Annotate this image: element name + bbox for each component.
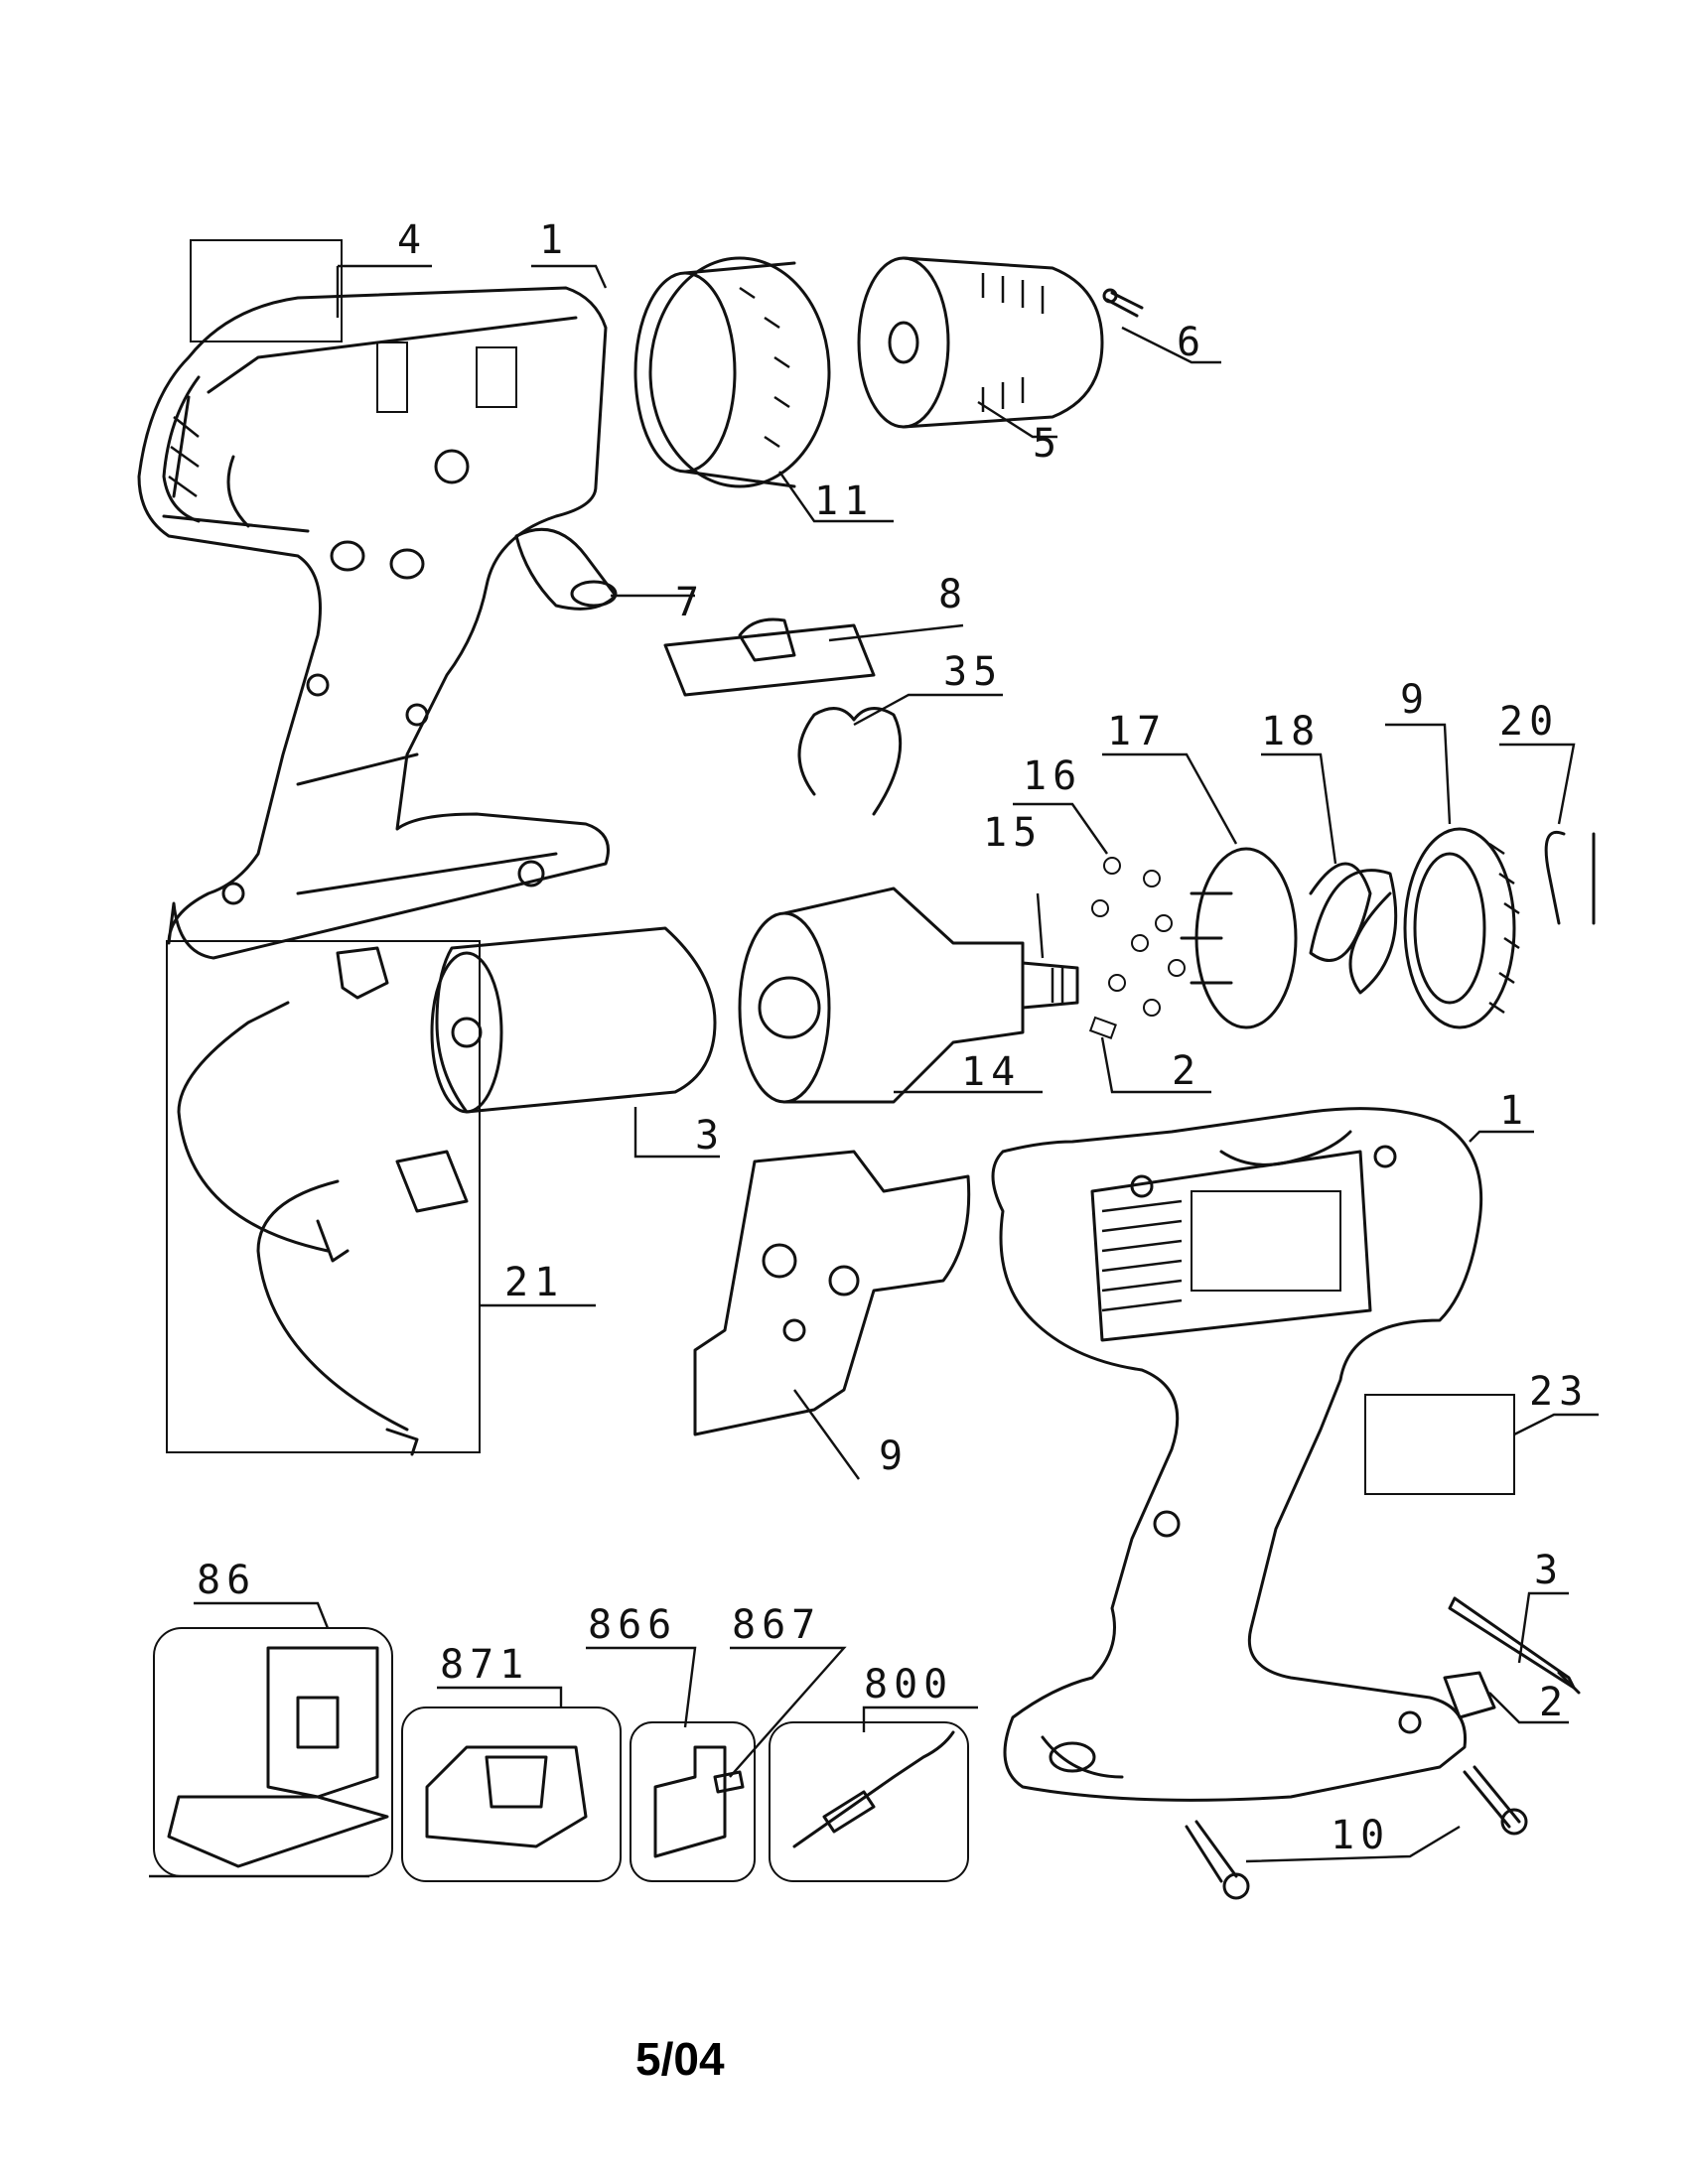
callout-9-top: 9 (1400, 677, 1430, 723)
callout-86: 86 (197, 1558, 256, 1603)
steel-balls-part-16 (1091, 857, 1186, 1017)
callout-9-mid: 9 (879, 1433, 909, 1479)
chuck-part-5 (857, 256, 1104, 429)
callout-21: 21 (504, 1260, 564, 1305)
switch-module-part-9 (693, 1150, 971, 1436)
motor-part-3 (430, 926, 717, 1114)
wire-kit-box-part-21 (166, 940, 481, 1453)
slide-part-8 (663, 617, 876, 697)
leader-lines (194, 264, 1599, 1863)
screw-part-6 (1102, 288, 1144, 318)
callout-800: 800 (864, 1662, 953, 1707)
revision-date: 5/04 (635, 2033, 725, 2085)
callout-5: 5 (1033, 421, 1062, 467)
screws-part-10 (1185, 1765, 1528, 1900)
callout-2-mid: 2 (1172, 1048, 1201, 1094)
callout-11: 11 (814, 478, 874, 524)
callout-2-right: 2 (1539, 1680, 1569, 1725)
callout-35: 35 (943, 649, 1003, 695)
callout-10: 10 (1331, 1813, 1390, 1858)
carrying-case-part-86 (153, 1627, 393, 1877)
wire-kit-part-21 (177, 946, 469, 1456)
spring-clip-part-35 (797, 707, 903, 816)
callout-labels: 4 1 6 5 11 7 8 35 16 17 18 9 20 15 2 14 … (197, 217, 1589, 1858)
callout-16: 16 (1023, 753, 1082, 799)
switch-part-7 (514, 527, 618, 611)
screwdriver-bit-part-3 (1448, 1596, 1581, 1695)
charger-part-871 (401, 1706, 622, 1882)
label-plate-outline (190, 239, 343, 342)
ring-gear-part-11 (633, 256, 831, 488)
callout-8: 8 (938, 572, 968, 617)
clutch-plate-part-17 (1180, 847, 1298, 1029)
callout-4: 4 (397, 217, 427, 263)
battery-part-866 (630, 1721, 756, 1882)
callout-17: 17 (1107, 709, 1167, 754)
callout-6: 6 (1177, 320, 1206, 365)
callout-871: 871 (440, 1642, 529, 1688)
cord-part-800 (769, 1721, 969, 1882)
spring-part-18 (1309, 862, 1398, 995)
callout-7: 7 (675, 580, 705, 625)
callout-3-right: 3 (1534, 1548, 1564, 1593)
callout-23: 23 (1529, 1369, 1589, 1415)
battery-cap-part-867 (713, 1770, 745, 1794)
callout-866: 866 (588, 1602, 677, 1648)
callout-867: 867 (732, 1602, 821, 1648)
screw-part-2-mid (1088, 1016, 1117, 1039)
adjusting-collar-part-9 (1403, 827, 1520, 1029)
callout-3-mid: 3 (695, 1113, 725, 1159)
retaining-clip-part-20 (1544, 831, 1596, 925)
callout-14: 14 (961, 1049, 1021, 1095)
left-housing-half (137, 286, 610, 960)
callout-18: 18 (1261, 709, 1321, 754)
right-housing-half (991, 1107, 1483, 1802)
callout-1-right: 1 (1499, 1088, 1529, 1134)
belt-clip-part-2 (1443, 1671, 1496, 1719)
callout-1-top: 1 (539, 217, 569, 263)
gearbox-part-14 (738, 887, 1079, 1104)
callout-20: 20 (1499, 699, 1559, 745)
callout-15: 15 (983, 810, 1043, 856)
label-plate-part-23 (1364, 1394, 1515, 1495)
